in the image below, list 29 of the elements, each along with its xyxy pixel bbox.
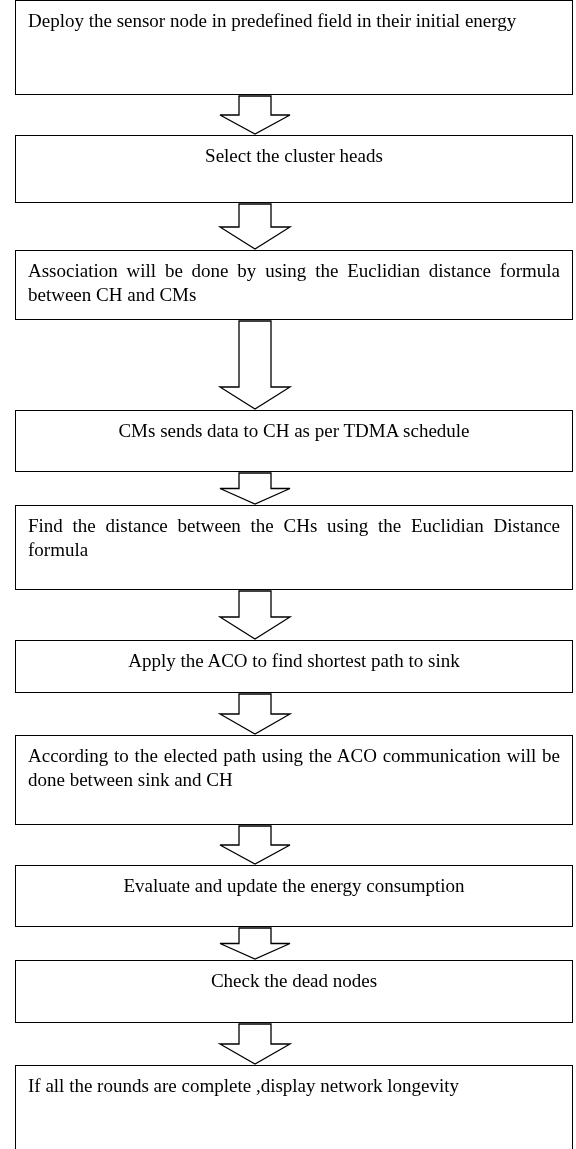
step-text: Evaluate and update the energy consumption bbox=[122, 874, 466, 898]
hollow-arrow bbox=[217, 203, 293, 250]
process-box bbox=[15, 735, 573, 825]
process-box bbox=[15, 505, 573, 590]
hollow-arrow bbox=[217, 693, 293, 735]
process-box bbox=[15, 865, 573, 927]
hollow-arrow bbox=[219, 927, 291, 960]
step-text: Check the dead nodes bbox=[209, 969, 379, 993]
hollow-arrow bbox=[219, 95, 291, 135]
process-box bbox=[15, 640, 573, 693]
step-text: Association will be done by using the Euclidian distance formula between CH and CMs bbox=[28, 259, 560, 307]
process-box bbox=[15, 0, 573, 95]
hollow-arrow bbox=[217, 320, 293, 410]
hollow-arrow bbox=[217, 1023, 293, 1065]
process-box bbox=[15, 410, 573, 472]
step-text: CMs sends data to CH as per TDMA schedule bbox=[117, 419, 471, 443]
hollow-arrow bbox=[219, 825, 291, 865]
step-text: Select the cluster heads bbox=[204, 144, 384, 168]
hollow-arrow bbox=[217, 590, 293, 640]
step-text: If all the rounds are complete ,display network longevity bbox=[28, 1074, 461, 1098]
step-text: Find the distance between the CHs using the Euclidian Distance formula bbox=[28, 514, 560, 562]
step-text: Apply the ACO to find shortest path to sink bbox=[127, 649, 461, 673]
process-box bbox=[15, 135, 573, 203]
hollow-arrow bbox=[219, 472, 291, 505]
step-text: Deploy the sensor node in predefined field in their initial energy bbox=[28, 9, 518, 33]
step-text: According to the elected path using the ACO communication will be done between sink and CH bbox=[28, 744, 560, 792]
process-box bbox=[15, 960, 573, 1023]
process-box bbox=[15, 250, 573, 320]
process-box bbox=[15, 1065, 573, 1149]
